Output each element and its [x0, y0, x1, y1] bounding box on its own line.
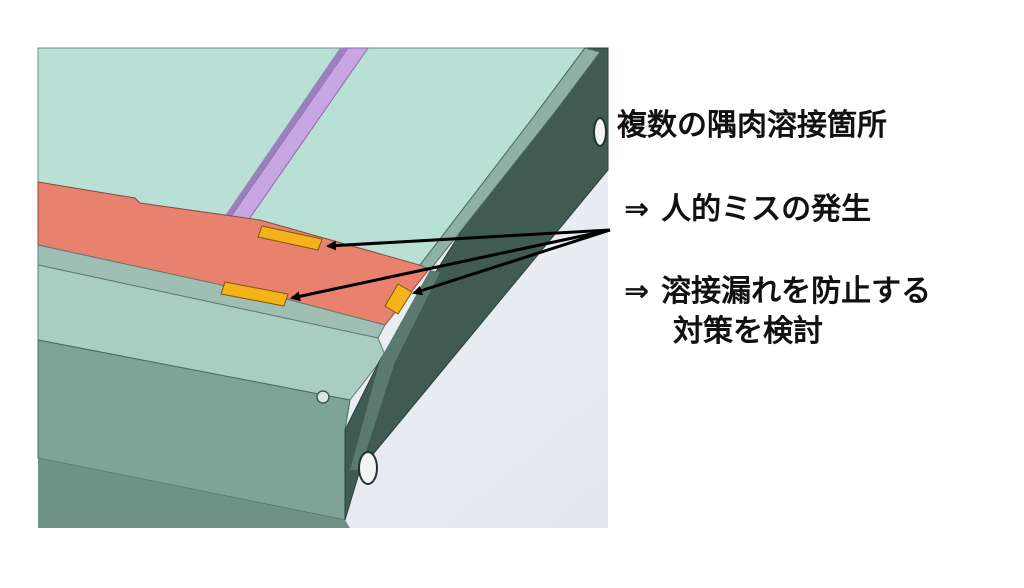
- weld-mark-3: [384, 283, 413, 315]
- flange: [37, 264, 386, 401]
- weld-mark-1: [257, 225, 323, 251]
- right-frame-top-edge: [419, 47, 601, 271]
- weld-mark-2: [220, 281, 289, 307]
- caption-point-1: ⇒ 人的ミスの発生: [624, 190, 871, 230]
- caption-point-2-continuation: 対策を検討: [673, 314, 823, 349]
- caption-title: 複数の隅肉溶接箇所: [617, 108, 887, 143]
- hole-flange: [316, 390, 330, 404]
- arrow-to-weld-3: [412, 228, 611, 296]
- corner-lower-wall: [350, 270, 440, 470]
- arrow-to-weld-1: [326, 228, 611, 251]
- implies-arrow-icon: ⇒: [624, 192, 650, 227]
- caption-point-2: ⇒ 溶接漏れを防止する: [624, 272, 931, 312]
- point-2-text: 溶接漏れを防止する: [661, 274, 932, 309]
- implies-arrow-icon: ⇒: [624, 274, 650, 309]
- point-1-text: 人的ミスの発生: [661, 192, 872, 227]
- arrow-to-weld-2: [290, 228, 611, 302]
- front-lower-lip: [38, 458, 350, 528]
- hole-front: [358, 451, 378, 485]
- hole-top-right: [593, 117, 607, 147]
- purple-rail-groove: [222, 48, 348, 220]
